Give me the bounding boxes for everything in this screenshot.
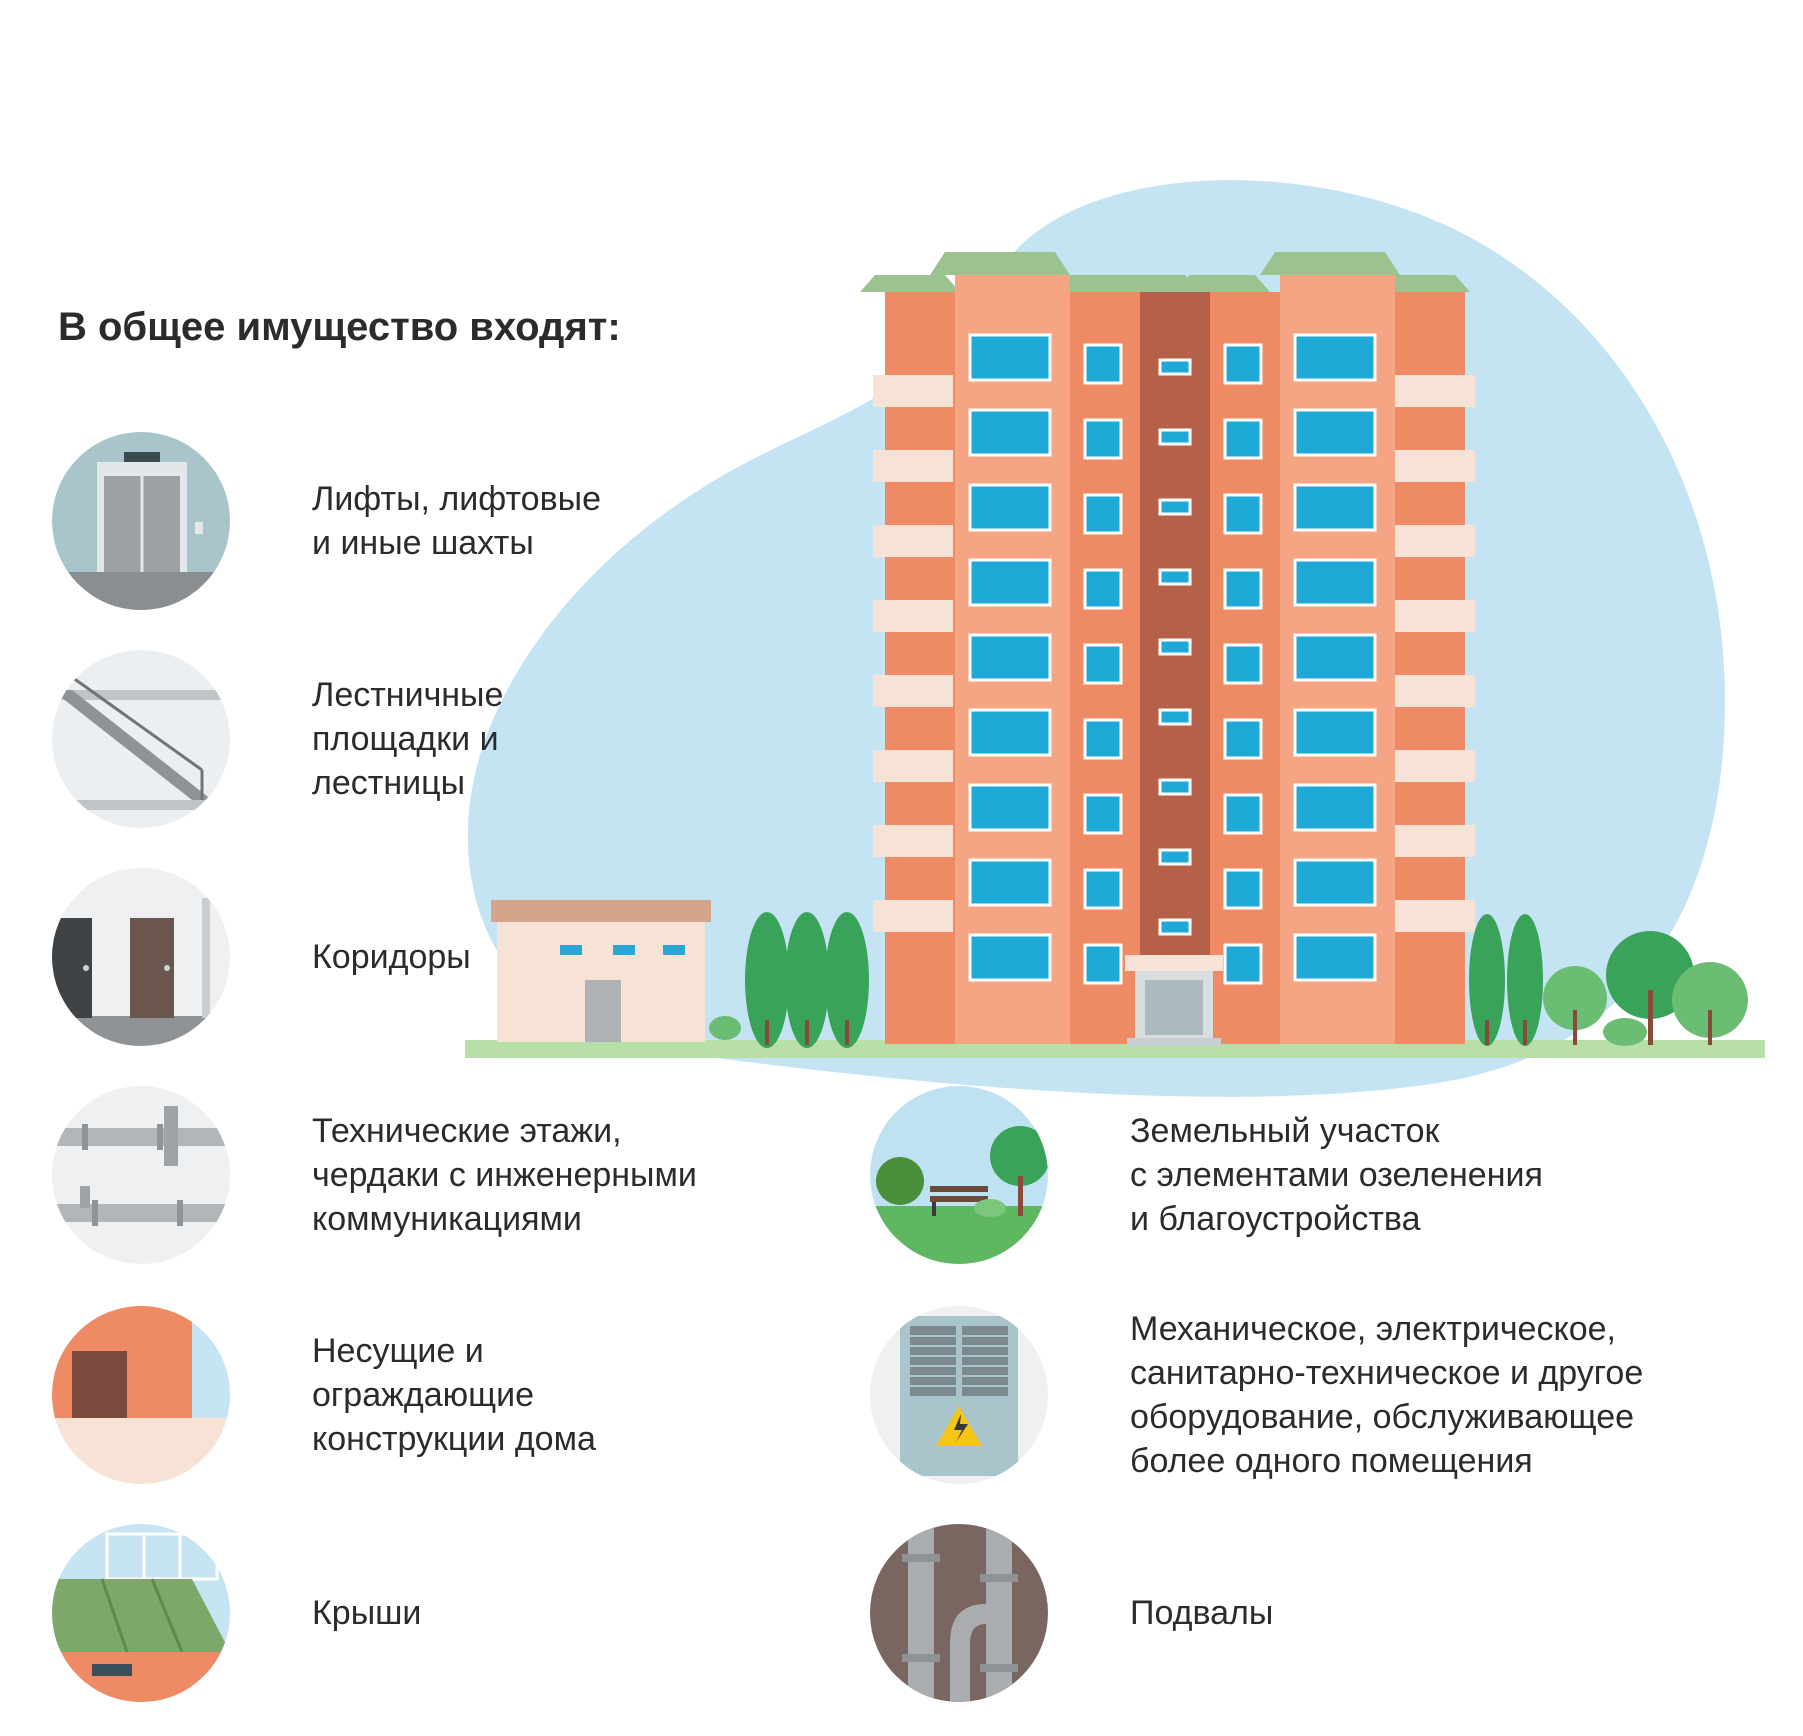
building-scene-svg	[465, 180, 1765, 1097]
item-roofs: Крыши	[52, 1524, 421, 1702]
item-structures: Несущие и ограждающие конструкции дома	[52, 1306, 596, 1484]
item-label: Подвалы	[1130, 1594, 1274, 1632]
trees-left	[709, 912, 869, 1048]
item-equipment: Механическое, электрическое, санитарно-т…	[870, 1306, 1643, 1484]
ground-strip	[465, 1040, 1765, 1058]
item-basements: Подвалы	[870, 1524, 1273, 1702]
elevator-icon	[52, 432, 230, 610]
item-corridors: Коридоры	[52, 868, 471, 1046]
main-tower	[860, 252, 1475, 1046]
apartment-building-illustration	[455, 180, 1775, 1100]
basement-pipes-icon	[870, 1524, 1048, 1702]
item-label: Несущие и ограждающие конструкции дома	[312, 1332, 596, 1458]
trees-right	[1469, 914, 1748, 1046]
park-bench-icon	[870, 1086, 1048, 1264]
item-label: Коридоры	[312, 938, 471, 976]
item-label: Механическое, электрическое, санитарно-т…	[1130, 1310, 1644, 1480]
item-stairs: Лестничные площадки и лестницы	[52, 650, 503, 828]
item-land-plot: Земельный участок с элементами озеленени…	[870, 1086, 1543, 1264]
corridor-doors-icon	[52, 868, 230, 1046]
item-elevators: Лифты, лифтовые и иные шахты	[52, 432, 601, 610]
item-label: Крыши	[312, 1594, 422, 1632]
item-label: Технические этажи, чердаки с инженерными…	[312, 1112, 697, 1238]
wall-structure-icon	[52, 1306, 230, 1484]
item-label: Лифты, лифтовые и иные шахты	[312, 480, 601, 562]
item-label: Лестничные площадки и лестницы	[312, 676, 504, 802]
page-heading: В общее имущество входят:	[58, 305, 621, 349]
pipes-icon	[52, 1086, 230, 1264]
roof-icon	[52, 1524, 230, 1702]
electrical-cabinet-icon	[870, 1306, 1048, 1484]
item-label: Земельный участок с элементами озеленени…	[1130, 1112, 1543, 1238]
small-building	[491, 900, 711, 1042]
tower-windows	[968, 333, 1377, 985]
item-technical-floors: Технические этажи, чердаки с инженерными…	[52, 1086, 697, 1264]
staircase-icon	[52, 650, 230, 828]
